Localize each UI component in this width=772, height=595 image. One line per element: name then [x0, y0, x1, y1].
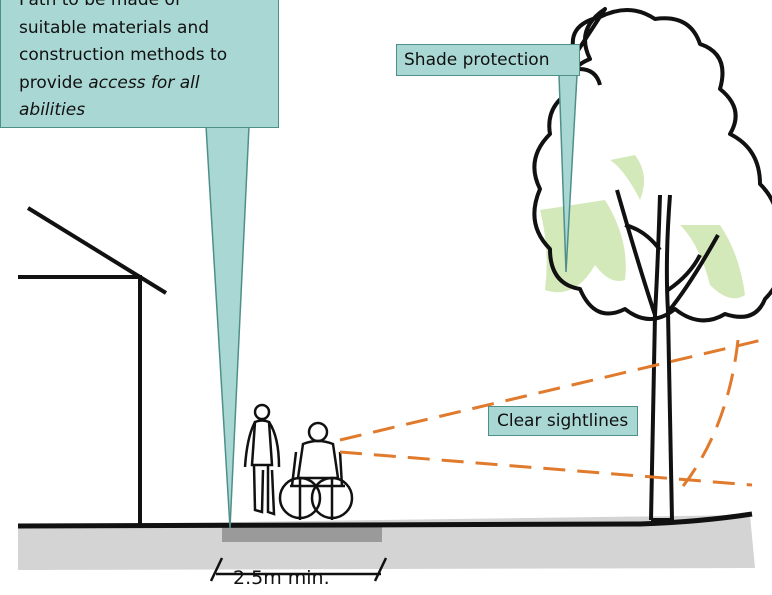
path-callout-line-1: Path to be made of [19, 0, 181, 10]
sightline-dashes [339, 338, 763, 491]
path-callout-line-3: construction methods to [19, 45, 228, 65]
path-callout-line-2: suitable materials and [19, 17, 210, 38]
path-surface [222, 526, 382, 542]
clear-sightlines-callout: Clear sightlines [488, 406, 638, 436]
wheelchair-user-figure [278, 421, 354, 520]
path-callout-line-4-italic: access for all [88, 72, 200, 93]
path-callout-line-5: abilities [19, 100, 86, 120]
path-callout-pointer [205, 125, 250, 529]
path-material-callout: Path to be made of suitable materials an… [0, 0, 279, 128]
pedestrian-figure [243, 403, 281, 516]
path-width-label: 2.5m min. [233, 567, 330, 589]
dimension-line [209, 557, 388, 582]
tree-illustration [532, 7, 772, 522]
path-callout-line-4-plain: provide [19, 72, 89, 93]
path-callout-line-4: provide access for all [19, 70, 270, 98]
ground-line [17, 511, 753, 529]
ground-band [18, 515, 755, 570]
house-outline [18, 206, 168, 524]
shade-protection-callout: Shade protection [396, 44, 580, 76]
